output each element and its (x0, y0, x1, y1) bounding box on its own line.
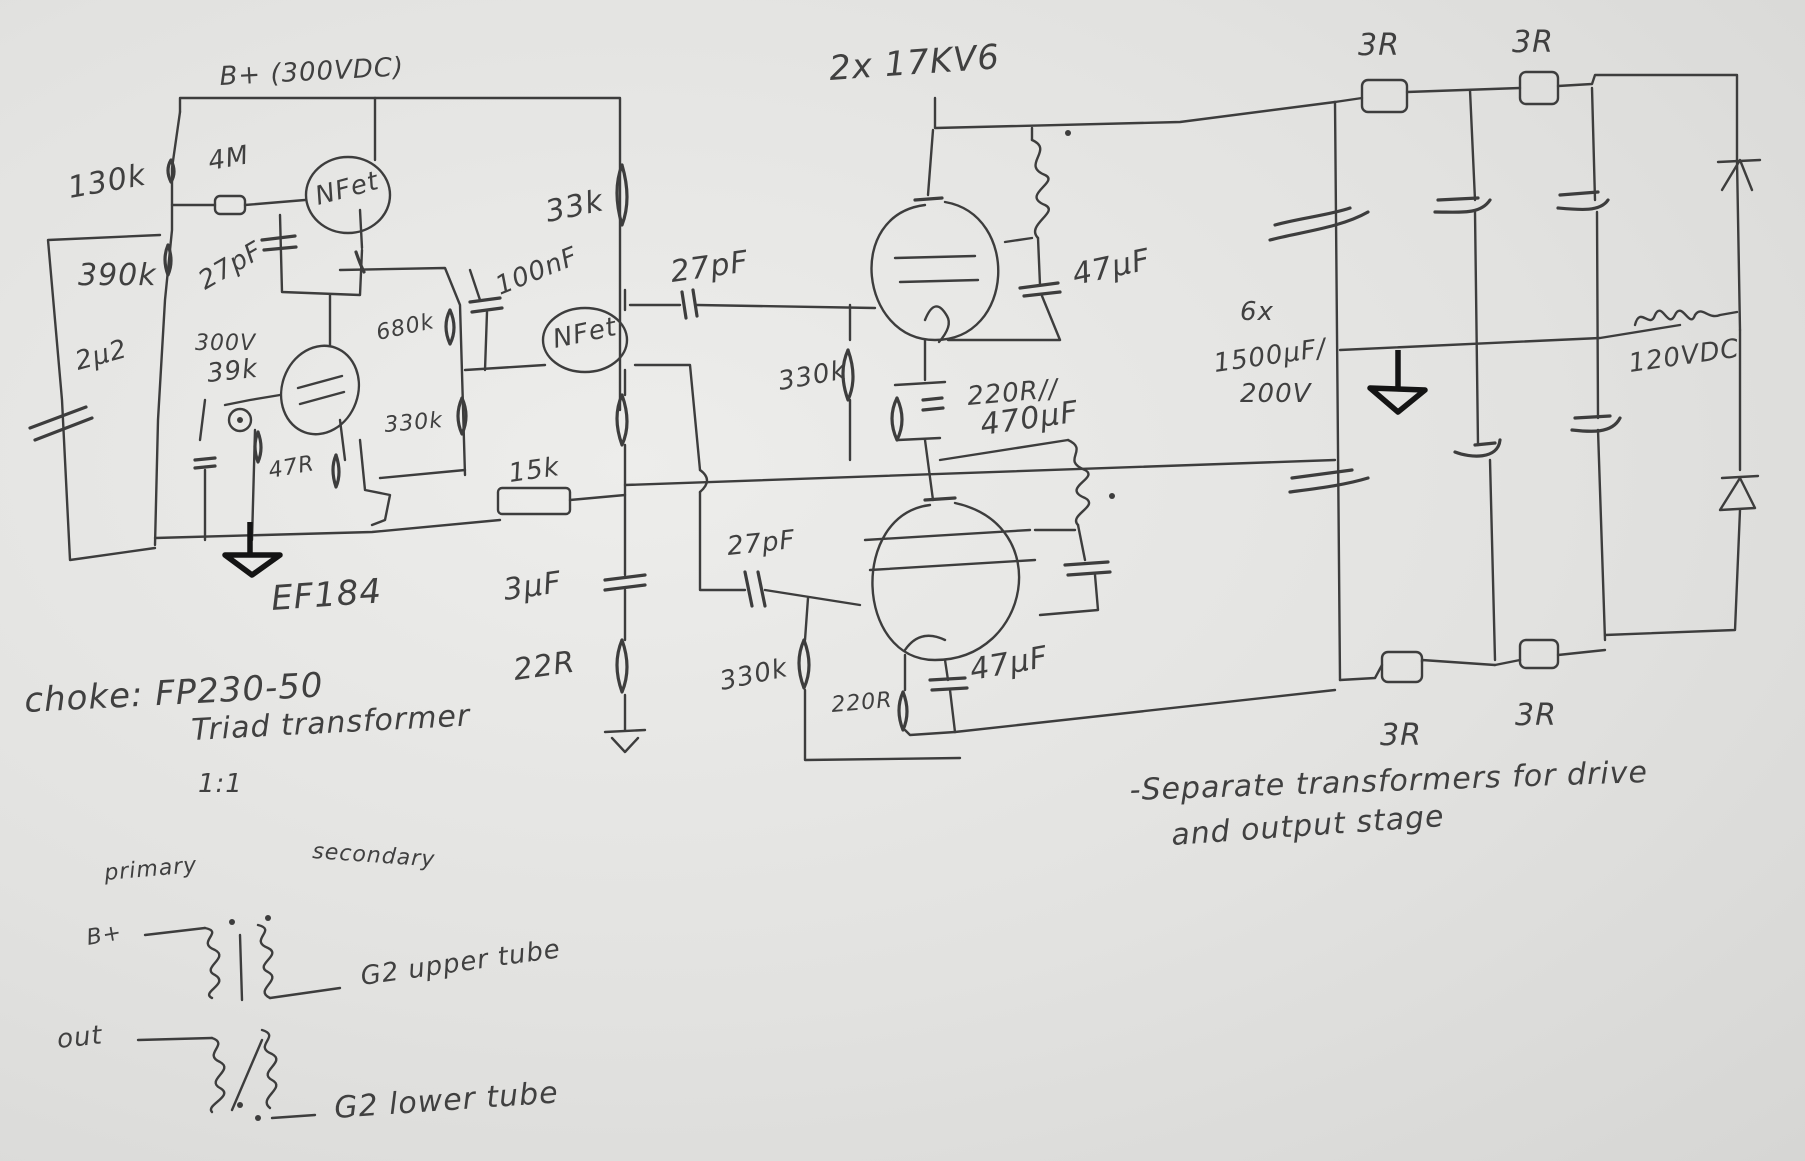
nfet-upper-symbol (304, 155, 392, 235)
transformer-sketch-lower (136, 1028, 317, 1121)
r-39k-label: 39k (206, 354, 260, 389)
wiring-input-stage (28, 96, 627, 562)
v-300v-label: 300V (195, 331, 257, 356)
v-120vdc-label: 120VDC (1627, 334, 1742, 379)
b-plus-rail-label: B+ (300VDC) (219, 52, 405, 92)
g2-upper-tube-label: G2 upper tube (359, 934, 563, 992)
lower-output-tube (863, 438, 1337, 737)
nfet-lower-symbol (541, 306, 629, 374)
c-27pf-b-label: 27pF (668, 244, 751, 290)
tube-count-label: 2x 17KV6 (828, 37, 1001, 89)
r-220r-label: 220R (830, 688, 893, 718)
secondary-label: secondary (312, 839, 436, 873)
wiring-driver-stage (603, 163, 1337, 762)
cap-bank-label-line3: 200V (1240, 379, 1313, 409)
r-680k-label: 680k (374, 309, 437, 346)
transformer-sketch-upper (143, 915, 342, 1002)
r-47r-label: 47R (267, 451, 317, 484)
choke-label-line3: 1:1 (198, 769, 243, 799)
out-label: out (56, 1020, 104, 1055)
cap-bank-label-line1: 6x (1240, 297, 1274, 327)
c-100nf-label: 100nF (491, 241, 582, 301)
r-3r-top-right-label: 3R (1512, 25, 1554, 60)
c-27pf-c-label: 27pF (726, 525, 797, 562)
primary-label: primary (102, 853, 198, 886)
upper-output-tube (870, 96, 1337, 502)
r-4m-label: 4M (206, 140, 252, 177)
r-330k-c-label: 330k (717, 653, 790, 697)
r-390k-label: 390k (78, 258, 157, 293)
r-330k-b-label: 330k (776, 355, 849, 396)
r-33k-label: 33k (542, 183, 607, 230)
ground-symbol-right (1367, 350, 1428, 415)
nfet-upper-label: NFet (312, 166, 382, 212)
r-15k-label: 15k (507, 452, 562, 489)
ef184-tube-symbol (279, 344, 361, 436)
r-3r-bottom-right-label: 3R (1515, 698, 1557, 733)
r-22r-label: 22R (511, 645, 577, 688)
r-3r-top-left-label: 3R (1358, 28, 1400, 63)
c-47uf-a-label: 47μF (1069, 242, 1153, 293)
ground-symbol-left (222, 522, 283, 578)
note-label-line2: and output stage (1170, 799, 1446, 853)
r-330k-a-label: 330k (383, 408, 444, 438)
b-plus-short-label: B+ (85, 920, 124, 951)
ground-ef184-label: EF184 (270, 571, 383, 619)
note-label-line1: -Separate transformers for drive (1129, 755, 1648, 808)
g2-lower-tube-label: G2 lower tube (333, 1075, 560, 1126)
r-3r-bottom-left-label: 3R (1380, 718, 1422, 753)
c-2u2-label: 2μ2 (72, 334, 131, 377)
c-3uf-label: 3μF (501, 565, 564, 608)
cap-bank-label-line2: 1500μF/ (1212, 333, 1331, 379)
nfet-lower-label: NFet (550, 312, 619, 355)
c-27pf-a-label: 27pF (194, 236, 268, 296)
component-labels: B+ (300VDC) 2x 17KV6 130k 4M NFet 390k 2… (23, 25, 1741, 1126)
r-130k-label: 130k (65, 158, 149, 206)
wiring-power-supply (1268, 70, 1762, 684)
